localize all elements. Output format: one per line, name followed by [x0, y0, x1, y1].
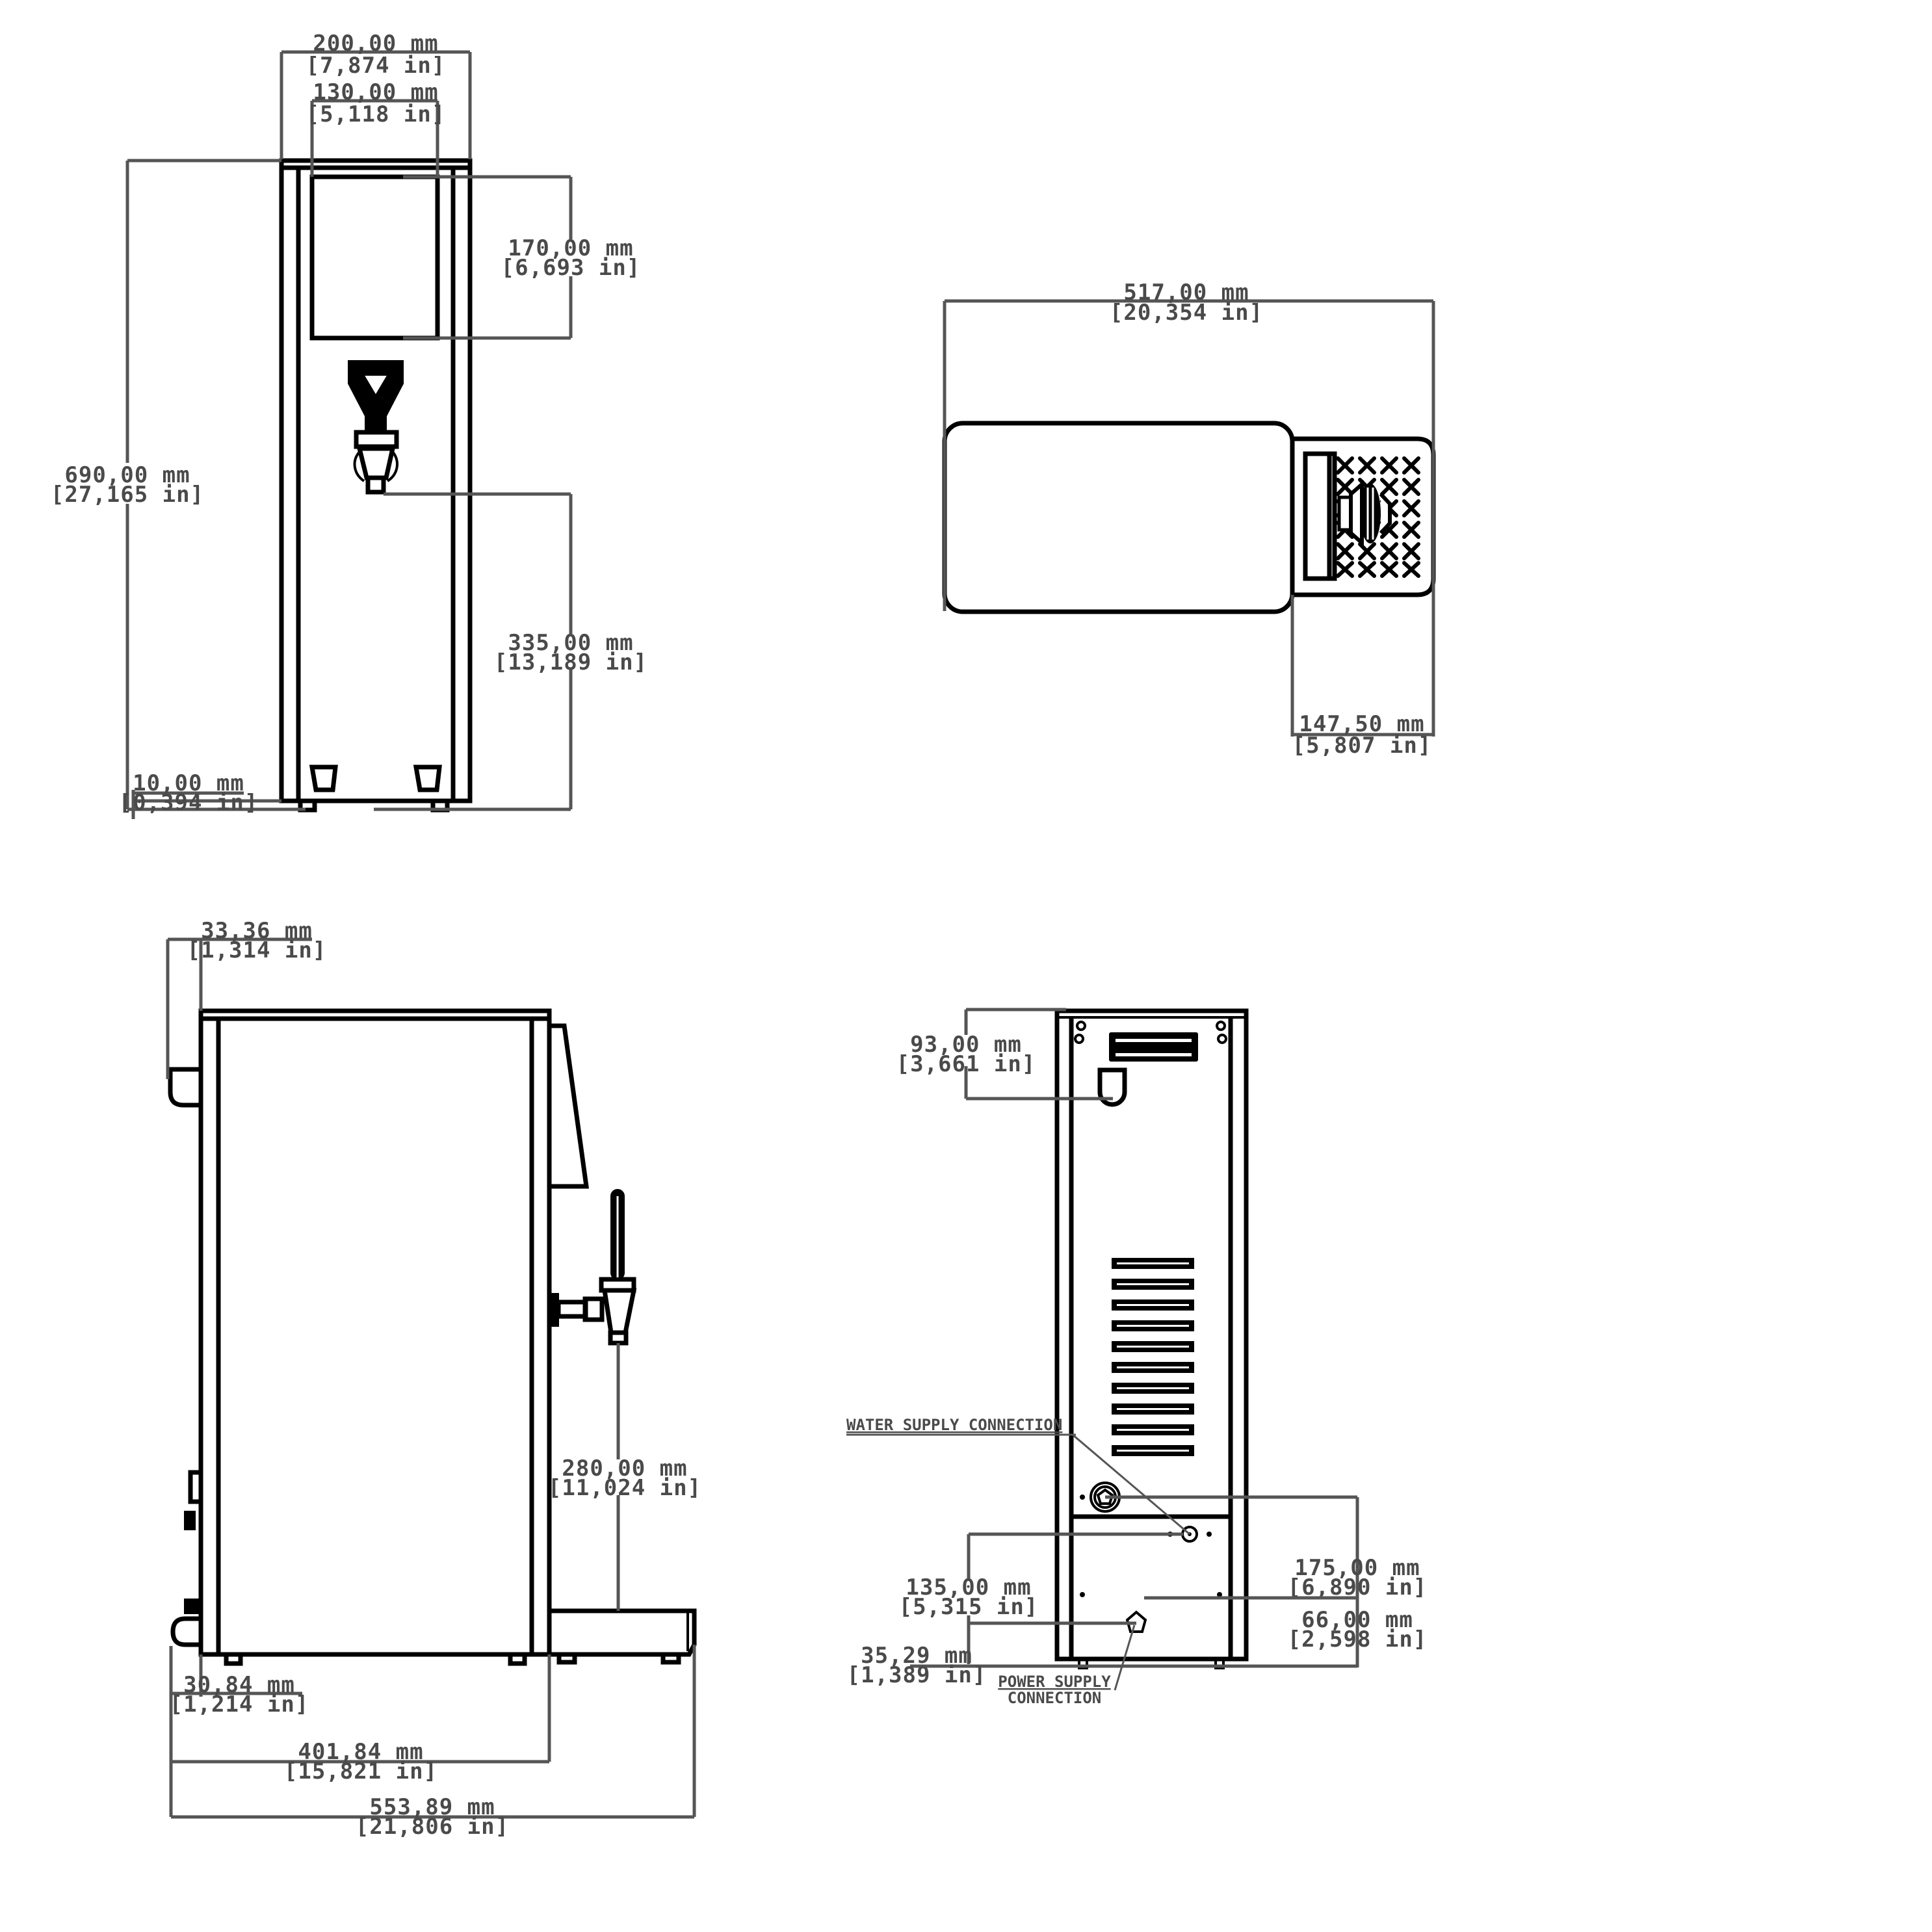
dim-33-rear-handle: 33,36 mm [1,314 in] — [166, 918, 327, 1079]
svg-text:[1,214 in]: [1,214 in] — [170, 1691, 309, 1717]
dim-200-overall-width: 200,00 mm [7,874 in] — [280, 31, 472, 159]
svg-text:517,00 mm: 517,00 mm — [1123, 280, 1249, 306]
dim-170-panel-height: 170,00 mm [6,693 in] — [403, 175, 641, 340]
svg-text:690,00 mm: 690,00 mm — [64, 462, 190, 488]
drip-tray-foot-rear — [660, 1652, 681, 1665]
dim-517-overall-depth: 517,00 mm [20,354 in] — [943, 280, 1435, 737]
svg-text:130,00 mm: 130,00 mm — [313, 79, 438, 105]
dim-30-rear-protrusion: 30,84 mm [1,214 in] — [169, 1646, 309, 1817]
front-foot-right — [413, 764, 442, 792]
svg-text:[1,389 in]: [1,389 in] — [847, 1662, 987, 1688]
svg-text:WATER SUPPLY CONNECTION: WATER SUPPLY CONNECTION — [846, 1416, 1062, 1434]
rear-knob — [184, 1511, 196, 1530]
note-water-supply: WATER SUPPLY CONNECTION — [846, 1416, 1190, 1535]
rear-view: 93,00 mm [3,661 in] WATER SUPPLY CONNECT… — [846, 1008, 1428, 1707]
dim-335-tap-height: 335,00 mm [13,189 in] — [374, 492, 647, 811]
screw-icon — [1217, 1034, 1227, 1044]
note-power-supply: POWER SUPPLY CONNECTION — [998, 1625, 1136, 1707]
dim-130-panel-width: 130,00 mm [5,118 in] — [306, 79, 446, 177]
svg-text:147,50 mm: 147,50 mm — [1299, 711, 1424, 737]
rear-cord-loop — [170, 1616, 201, 1647]
lower-vent-slots — [1112, 1258, 1194, 1456]
dim-280-tap-clearance: 280,00 mm [11,024 in] — [548, 1343, 701, 1611]
svg-text:35,29 mm: 35,29 mm — [861, 1643, 973, 1669]
svg-text:401,84 mm: 401,84 mm — [298, 1739, 423, 1765]
side-foot-front — [508, 1652, 527, 1666]
svg-text:200,00 mm: 200,00 mm — [313, 31, 438, 57]
top-body-outline — [942, 421, 1295, 614]
power-connection-icon — [1125, 1610, 1147, 1633]
screw-icon — [1080, 1592, 1085, 1597]
rear-handle — [168, 1067, 201, 1108]
screw-icon — [1074, 1034, 1084, 1044]
svg-text:POWER SUPPLY: POWER SUPPLY — [998, 1673, 1111, 1691]
front-body-outline — [279, 158, 473, 803]
svg-text:[15,821 in]: [15,821 in] — [284, 1758, 437, 1784]
dim-135-water-height: 135,00 mm [5,315 in] — [899, 1532, 1183, 1664]
top-view: 517,00 mm [20,354 in] 147,50 mm [5,807 i… — [942, 280, 1436, 759]
side-body-outline — [198, 1008, 552, 1657]
tap-top-icon — [1337, 480, 1392, 547]
svg-text:[6,693 in]: [6,693 in] — [501, 255, 641, 281]
svg-text:30,84 mm: 30,84 mm — [183, 1672, 295, 1698]
dim-93-hanger-offset: 93,00 mm [3,661 in] — [896, 1008, 1113, 1101]
top-vent-slots — [1109, 1032, 1198, 1062]
side-drip-tray — [549, 1608, 697, 1657]
dim-175-upper-fitting: 175,00 mm [6,890 in] — [1105, 1495, 1428, 1667]
svg-text:280,00 mm: 280,00 mm — [562, 1456, 687, 1482]
svg-text:[20,354 in]: [20,354 in] — [1110, 300, 1263, 326]
svg-text:175,00 mm: 175,00 mm — [1294, 1555, 1420, 1581]
svg-text:[5,315 in]: [5,315 in] — [899, 1594, 1039, 1620]
svg-text:[5,118 in]: [5,118 in] — [306, 101, 446, 127]
svg-text:553,89 mm: 553,89 mm — [369, 1794, 495, 1820]
svg-text:[0,394 in]: [0,394 in] — [119, 790, 259, 816]
svg-text:135,00 mm: 135,00 mm — [906, 1574, 1031, 1600]
dim-147-drip-tray-depth: 147,50 mm [5,807 in] — [1290, 595, 1433, 759]
dim-66-lower-mark: 66,00 mm [2,598 in] — [1144, 1596, 1428, 1652]
svg-text:[27,165 in]: [27,165 in] — [51, 482, 204, 508]
side-view: 33,36 mm [1,314 in] 280,00 mm [11,024 in… — [166, 918, 701, 1840]
svg-text:335,00 mm: 335,00 mm — [508, 630, 633, 656]
dim-35-power-height: 35,29 mm [1,389 in] — [847, 1621, 1357, 1688]
svg-text:[6,890 in]: [6,890 in] — [1288, 1574, 1428, 1600]
front-foot-left — [309, 764, 338, 792]
dim-690-overall-height: 690,00 mm [27,165 in] — [51, 159, 306, 811]
control-panel — [309, 174, 440, 341]
svg-text:[13,189 in]: [13,189 in] — [494, 649, 647, 675]
dim-10-foot-height: 10,00 mm [0,394 in] — [119, 770, 281, 819]
side-foot-rear — [224, 1652, 243, 1666]
svg-text:CONNECTION: CONNECTION — [1008, 1689, 1102, 1707]
screw-icon — [1076, 1021, 1086, 1031]
rear-body-outline — [1054, 1008, 1249, 1662]
tap-side-icon — [549, 1189, 637, 1346]
svg-text:66,00 mm: 66,00 mm — [1301, 1607, 1413, 1633]
rear-foot-right — [1214, 1658, 1225, 1669]
svg-text:[1,314 in]: [1,314 in] — [187, 937, 327, 963]
screw-icon — [1216, 1021, 1226, 1031]
svg-text:170,00 mm: 170,00 mm — [508, 235, 633, 261]
rear-connector-box — [188, 1470, 203, 1504]
wall-hanger-slot — [1097, 1067, 1127, 1107]
dim-401-body-depth: 401,84 mm [15,821 in] — [171, 1654, 551, 1784]
drip-tray-rim — [1303, 451, 1337, 581]
screw-icon — [1217, 1592, 1222, 1597]
rear-power-plug — [184, 1599, 202, 1614]
svg-text:[11,024 in]: [11,024 in] — [548, 1475, 701, 1501]
side-panel-bevel — [549, 1023, 590, 1189]
svg-text:10,00 mm: 10,00 mm — [133, 770, 244, 796]
svg-text:[2,598 in]: [2,598 in] — [1288, 1626, 1428, 1652]
front-view: 200,00 mm [7,874 in] 130,00 mm [5,118 in… — [51, 31, 647, 819]
tap-front-icon — [348, 360, 404, 495]
rear-foot-left — [1078, 1658, 1088, 1669]
svg-text:33,36 mm: 33,36 mm — [201, 918, 313, 944]
svg-text:[3,661 in]: [3,661 in] — [896, 1051, 1036, 1077]
dim-553-total-depth: 553,89 mm [21,806 in] — [171, 1645, 696, 1840]
leveling-foot-left — [298, 798, 317, 813]
svg-text:[7,874 in]: [7,874 in] — [306, 53, 446, 79]
svg-text:[5,807 in]: [5,807 in] — [1292, 733, 1432, 759]
drip-tray-foot-front — [556, 1652, 577, 1665]
svg-text:[21,806 in]: [21,806 in] — [356, 1814, 509, 1840]
svg-text:93,00 mm: 93,00 mm — [910, 1032, 1022, 1058]
